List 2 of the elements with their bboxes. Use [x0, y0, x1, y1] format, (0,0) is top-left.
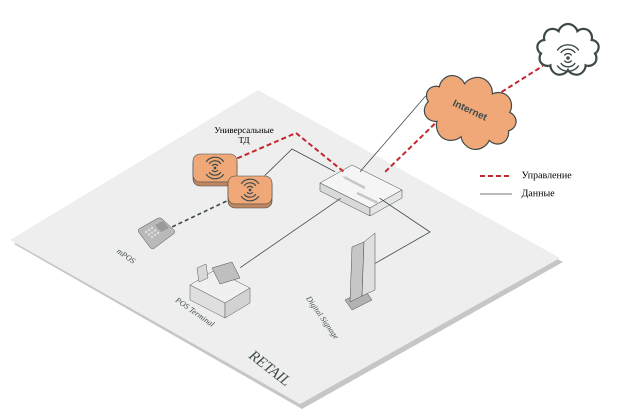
cloud-drawing: [536, 22, 600, 76]
connector-line: [500, 65, 544, 93]
